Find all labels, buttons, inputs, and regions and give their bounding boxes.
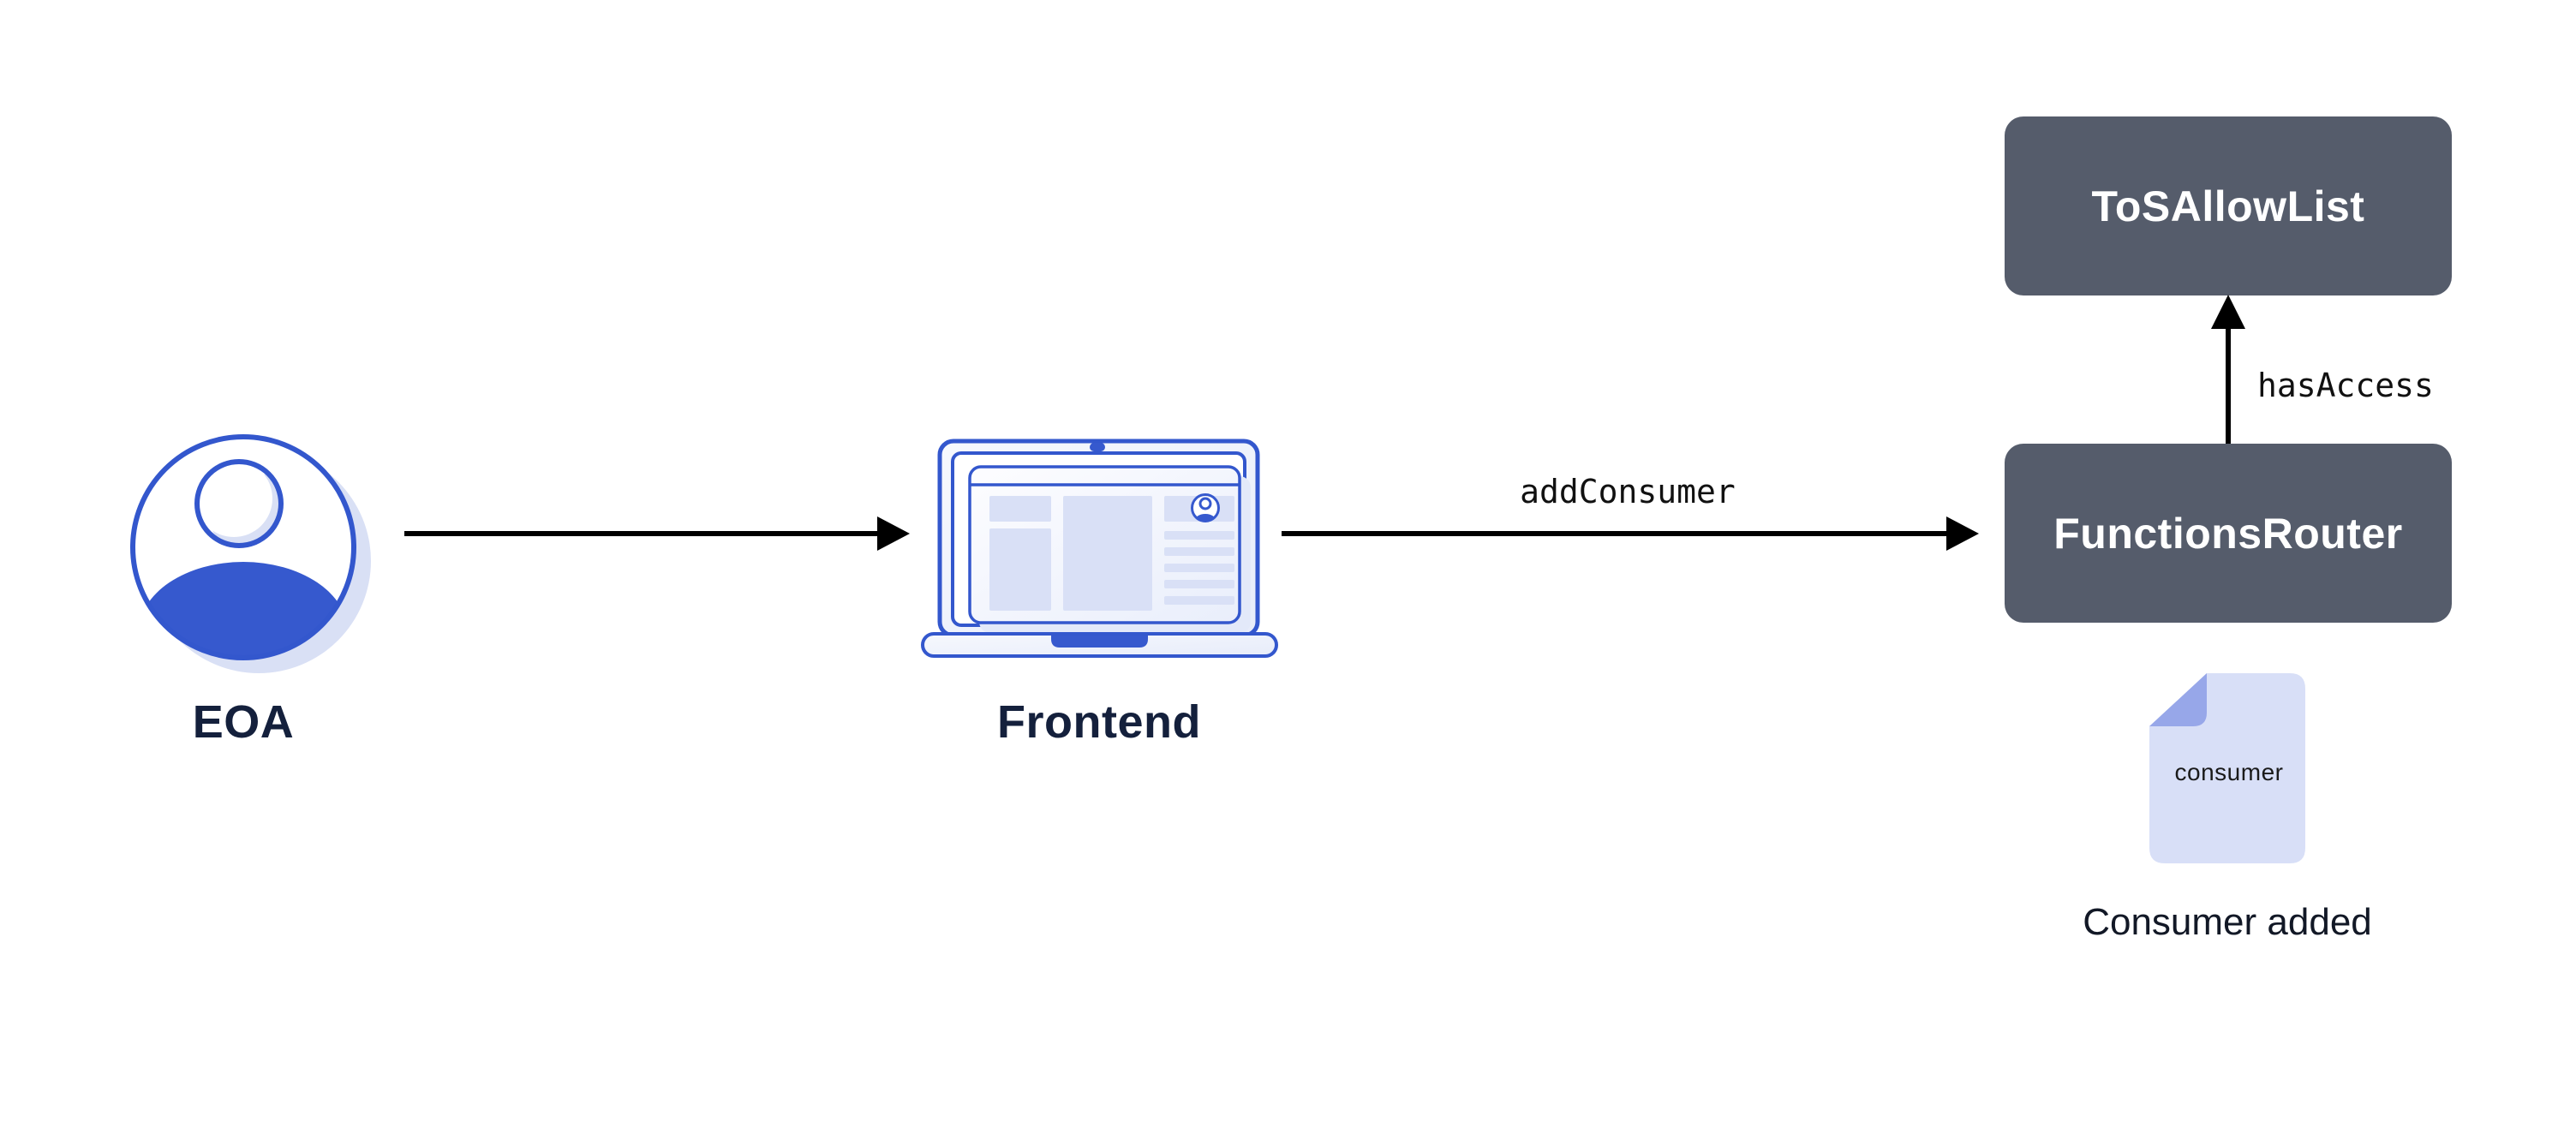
arrowhead-up-icon: [2211, 295, 2245, 329]
consumer-added-caption: Consumer added: [2083, 901, 2372, 943]
tosallowlist-label: ToSAllowList: [2091, 182, 2365, 230]
document-fold-corner: [2149, 673, 2207, 726]
edge-label-addconsumer: addConsumer: [1520, 473, 1736, 510]
arrowhead-right-icon: [877, 516, 910, 551]
wireframe-blocks: [989, 496, 1234, 611]
edge-label-hasaccess: hasAccess: [2257, 367, 2434, 404]
laptop-browser-icon: [921, 439, 1278, 658]
profile-avatar-icon: [1191, 493, 1220, 522]
avatar-head: [194, 459, 284, 548]
frontend-label: Frontend: [997, 696, 1201, 748]
webcam-dot: [1090, 443, 1105, 451]
laptop-notch: [1051, 636, 1148, 648]
node-tosallowlist: ToSAllowList: [2005, 116, 2452, 295]
functionsrouter-label: FunctionsRouter: [2053, 509, 2403, 558]
edge-frontend-router: [1282, 531, 1948, 536]
arrowhead-right-icon: [1946, 516, 1979, 551]
edge-router-allowlist: [2226, 325, 2231, 444]
document-icon: [2149, 673, 2305, 863]
eoa-label: EOA: [192, 696, 295, 748]
edge-eoa-frontend: [404, 531, 881, 536]
user-avatar-icon: [130, 434, 371, 673]
document-file-label: consumer: [2174, 759, 2284, 785]
avatar-shoulders: [139, 562, 348, 658]
node-functionsrouter: FunctionsRouter: [2005, 444, 2452, 623]
